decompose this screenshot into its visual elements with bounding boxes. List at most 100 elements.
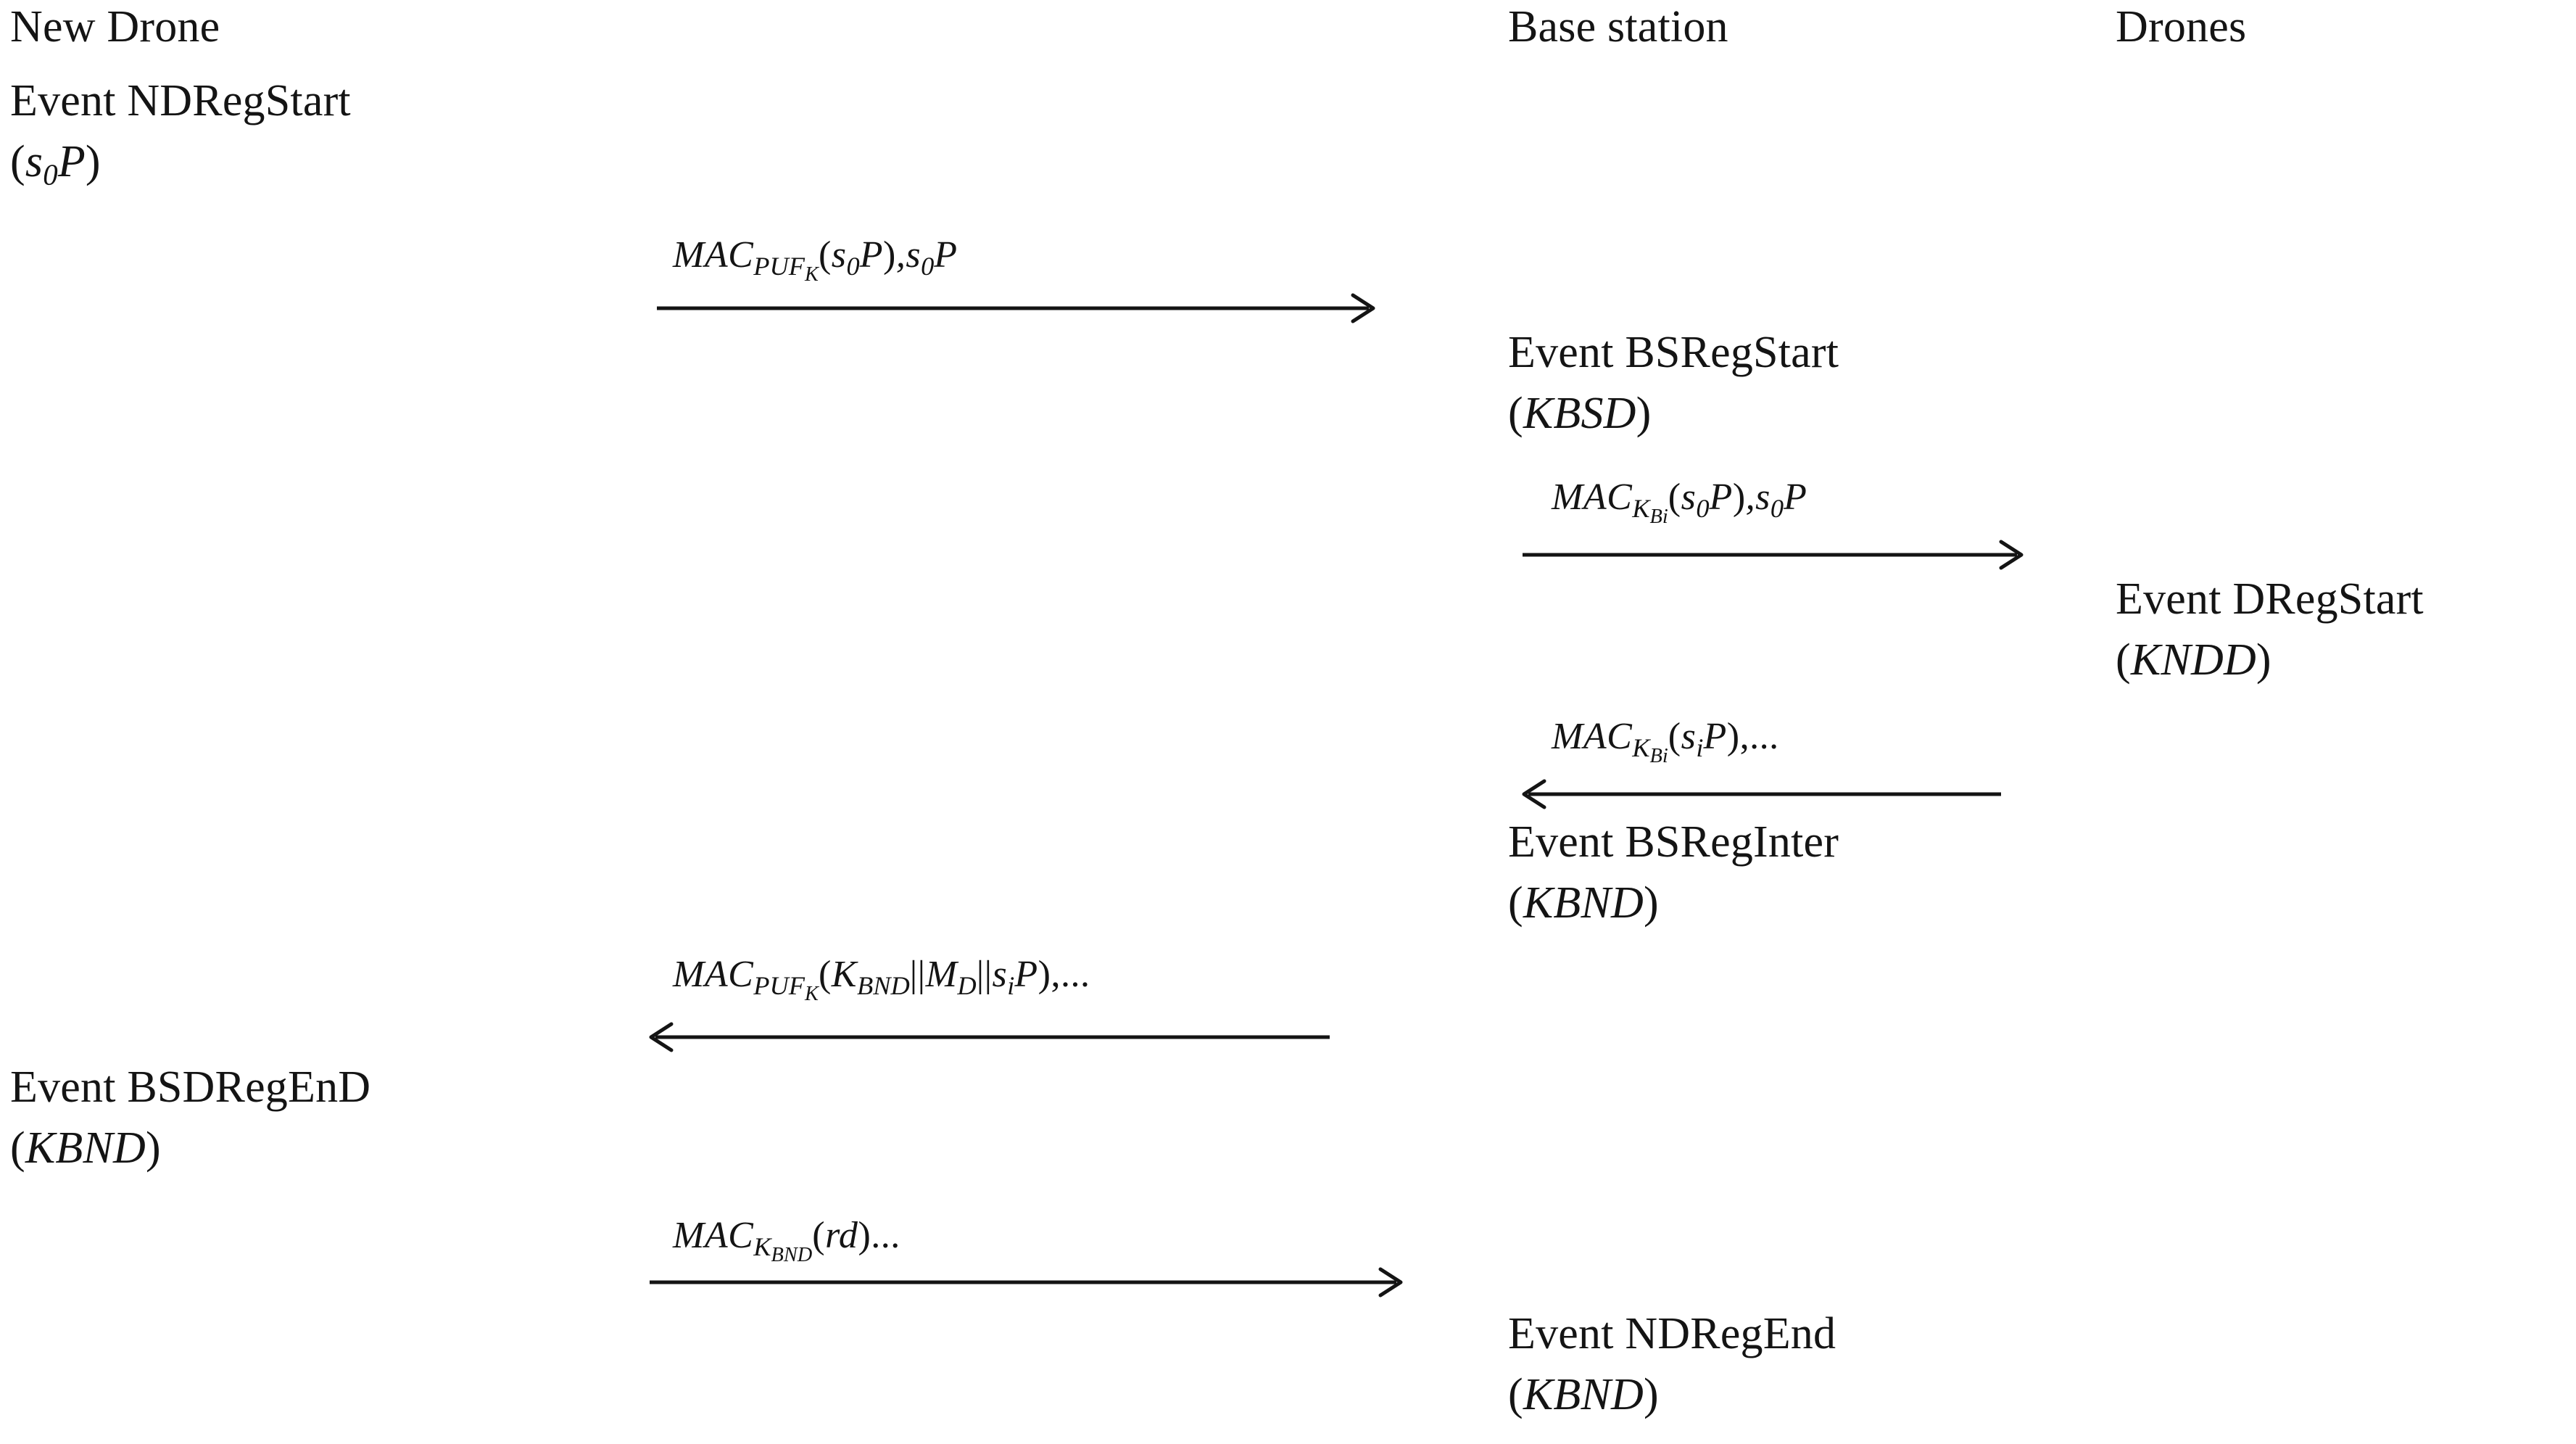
event-bs-reg-start-param: (KBSD) (1508, 391, 1839, 436)
event-d-reg-start: Event DRegStart (KNDD) (2116, 577, 2424, 682)
event-bs-reg-start-name: Event BSRegStart (1508, 328, 1839, 377)
message-label-msg-2: MACKBi(s0P),s0P (1552, 479, 1807, 527)
msg4-key-sub: K (805, 982, 819, 1005)
msg1-close: ) (883, 234, 896, 276)
param-body: KNDD (2130, 635, 2256, 685)
paren-close: ) (1636, 389, 1652, 438)
event-bsd-reg-end: Event BSDRegEnD (KBND) (10, 1065, 370, 1171)
msg2-key: KBi (1632, 493, 1668, 527)
event-nd-reg-end: Event NDRegEnd (KBND) (1508, 1311, 1836, 1417)
msg4-a1-sub: BND (856, 970, 910, 1000)
param-body: KBND (1523, 878, 1644, 928)
msg3-arg-sub: i (1696, 733, 1704, 762)
msg4-ellipsis: ,... (1051, 954, 1090, 995)
msg2-comma: , (1745, 476, 1756, 518)
msg1-arg-base: s (831, 234, 847, 276)
message-arrow-msg-4 (649, 1022, 1330, 1052)
event-bs-reg-inter-name: Event BSRegInter (1508, 817, 1839, 867)
msg2-extra-sub: 0 (1770, 493, 1784, 523)
msg2-arg-tail: P (1709, 476, 1733, 518)
msg3-ellipsis: ,... (1739, 716, 1779, 757)
msg2-key-text: K (1632, 493, 1650, 523)
msg3-close: ) (1726, 716, 1740, 757)
msg4-a3-tail: P (1014, 954, 1038, 995)
paren-close: ) (2256, 635, 2271, 685)
param-base: s (25, 137, 44, 186)
msg3-arg-base: s (1681, 716, 1697, 757)
lifeline-header-new-drone: New Drone (10, 2, 220, 51)
msg4-key-text: PUF (753, 970, 805, 1000)
event-nd-reg-end-param: (KBND) (1508, 1372, 1836, 1417)
msg5-key: KBND (753, 1231, 812, 1266)
msg2-extra-tail: P (1784, 476, 1807, 518)
paren-open: ( (10, 1123, 25, 1173)
paren-open: ( (10, 137, 25, 186)
msg5-mac: MAC (673, 1215, 754, 1256)
lifeline-header-drones: Drones (2116, 2, 2247, 51)
msg5-key-text: K (753, 1231, 771, 1261)
msg3-key-text: K (1632, 733, 1650, 762)
message-arrow-msg-3 (1522, 779, 2001, 809)
msg4-close: ) (1038, 954, 1051, 995)
msg1-arg-tail: P (859, 234, 883, 276)
msg1-mac: MAC (673, 234, 754, 276)
msg4-sep2: || (976, 954, 993, 995)
message-label-msg-3: MACKBi(siP),... (1552, 718, 1779, 767)
paren-open: ( (1508, 389, 1523, 438)
msg3-key: KBi (1632, 733, 1668, 767)
paren-open: ( (1508, 878, 1523, 928)
event-bs-reg-inter: Event BSRegInter (KBND) (1508, 820, 1839, 925)
msg2-mac: MAC (1552, 476, 1633, 518)
event-nd-reg-start: Event NDRegStart (s0P) (10, 78, 351, 190)
msg1-extra-sub: 0 (921, 251, 935, 281)
msg4-a3-base: s (992, 954, 1008, 995)
msg1-comma: , (895, 234, 906, 276)
msg4-key: PUFK (753, 970, 819, 1004)
paren-open: ( (1508, 1370, 1523, 1419)
msg2-extra-base: s (1755, 476, 1771, 518)
msg1-key-text: PUF (753, 251, 805, 281)
param-tail: P (57, 137, 86, 186)
msg4-a2-sub: D (957, 970, 977, 1000)
msg3-key-sub: Bi (1649, 744, 1668, 767)
message-arrow-msg-1 (657, 293, 1375, 323)
msg4-mac: MAC (673, 954, 754, 995)
message-label-msg-1: MACPUFK(s0P),s0P (673, 236, 958, 285)
msg5-close: ) (858, 1215, 871, 1256)
paren-close: ) (146, 1123, 161, 1173)
param-body: KBSD (1523, 389, 1636, 438)
msg5-key-sub: BND (771, 1243, 813, 1266)
msg2-arg-sub: 0 (1696, 493, 1710, 523)
message-arrow-msg-5 (650, 1267, 1403, 1297)
msg1-extra-base: s (906, 234, 922, 276)
event-bsd-reg-end-name: Event BSDRegEnD (10, 1063, 371, 1112)
event-nd-reg-end-name: Event NDRegEnd (1508, 1309, 1836, 1358)
msg2-arg-base: s (1681, 476, 1697, 518)
event-d-reg-start-param: (KNDD) (2116, 638, 2424, 682)
msg2-open: ( (1668, 476, 1681, 518)
message-label-msg-5: MACKBND(rd)... (673, 1217, 900, 1266)
msg1-extra-tail: P (934, 234, 958, 276)
lifeline-header-base-station: Base station (1508, 2, 1728, 51)
event-nd-reg-start-name: Event NDRegStart (10, 76, 351, 125)
event-bs-reg-start: Event BSRegStart (KBSD) (1508, 330, 1839, 436)
param-body: KBND (25, 1123, 146, 1173)
msg4-open: ( (818, 954, 832, 995)
message-arrow-msg-2 (1523, 540, 2024, 570)
msg5-ellipsis: ... (871, 1215, 900, 1256)
msg4-a3-sub: i (1007, 970, 1015, 1000)
event-nd-reg-start-param: (s0P) (10, 139, 351, 190)
msg3-open: ( (1668, 716, 1681, 757)
event-bs-reg-inter-param: (KBND) (1508, 880, 1839, 925)
paren-close: ) (85, 137, 101, 186)
msg1-key: PUFK (753, 251, 819, 285)
paren-close: ) (1644, 1370, 1659, 1419)
event-d-reg-start-name: Event DRegStart (2116, 574, 2424, 624)
event-bsd-reg-end-param: (KBND) (10, 1126, 370, 1171)
param-sub: 0 (43, 158, 58, 191)
msg1-arg-sub: 0 (846, 251, 860, 281)
msg4-a1-base: K (831, 954, 857, 995)
msg5-arg: rd (825, 1215, 858, 1256)
message-label-msg-4: MACPUFK(KBND||MD||siP),... (673, 956, 1090, 1004)
